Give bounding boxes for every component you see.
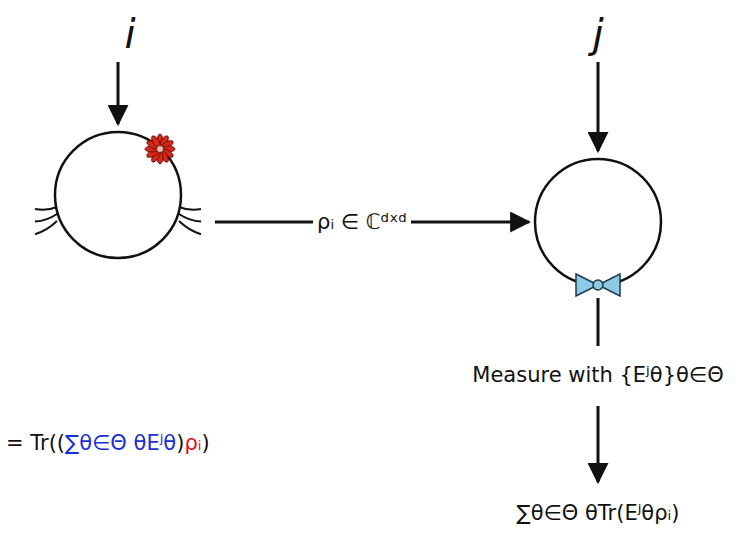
head-outline bbox=[48, 8, 188, 266]
expectation-formula: ∑θ∈Θ θTr(Eʲθρᵢ) bbox=[517, 500, 680, 526]
formula-part: ) bbox=[176, 430, 184, 456]
result-arrow bbox=[597, 406, 600, 482]
bowtie bbox=[576, 274, 620, 296]
input-arrow bbox=[117, 62, 120, 124]
hair-curls bbox=[35, 207, 201, 234]
stick-figure-head: j bbox=[528, 8, 668, 298]
trace-formula: = Tr((∑θ∈Θ θEʲθ)ρᵢ) bbox=[6, 430, 210, 456]
flower bbox=[145, 134, 175, 164]
head-circle bbox=[535, 159, 661, 285]
edge-label: ρᵢ ∈ ℂᵈˣᵈ bbox=[313, 209, 411, 235]
party-index: j bbox=[592, 12, 603, 56]
formula-part: ) bbox=[201, 430, 209, 456]
state-part: ρᵢ bbox=[184, 430, 201, 456]
stick-figure-head: i bbox=[48, 8, 188, 266]
formula-part: = Tr(( bbox=[6, 430, 65, 456]
party-index: i bbox=[124, 12, 135, 56]
observable-part: ∑θ∈Θ θEʲθ bbox=[65, 430, 176, 456]
input-arrow bbox=[597, 62, 600, 151]
measure-note: Measure with {Eʲθ}θ∈Θ bbox=[472, 362, 723, 388]
measure-line bbox=[597, 298, 600, 346]
head-circle bbox=[55, 132, 181, 258]
